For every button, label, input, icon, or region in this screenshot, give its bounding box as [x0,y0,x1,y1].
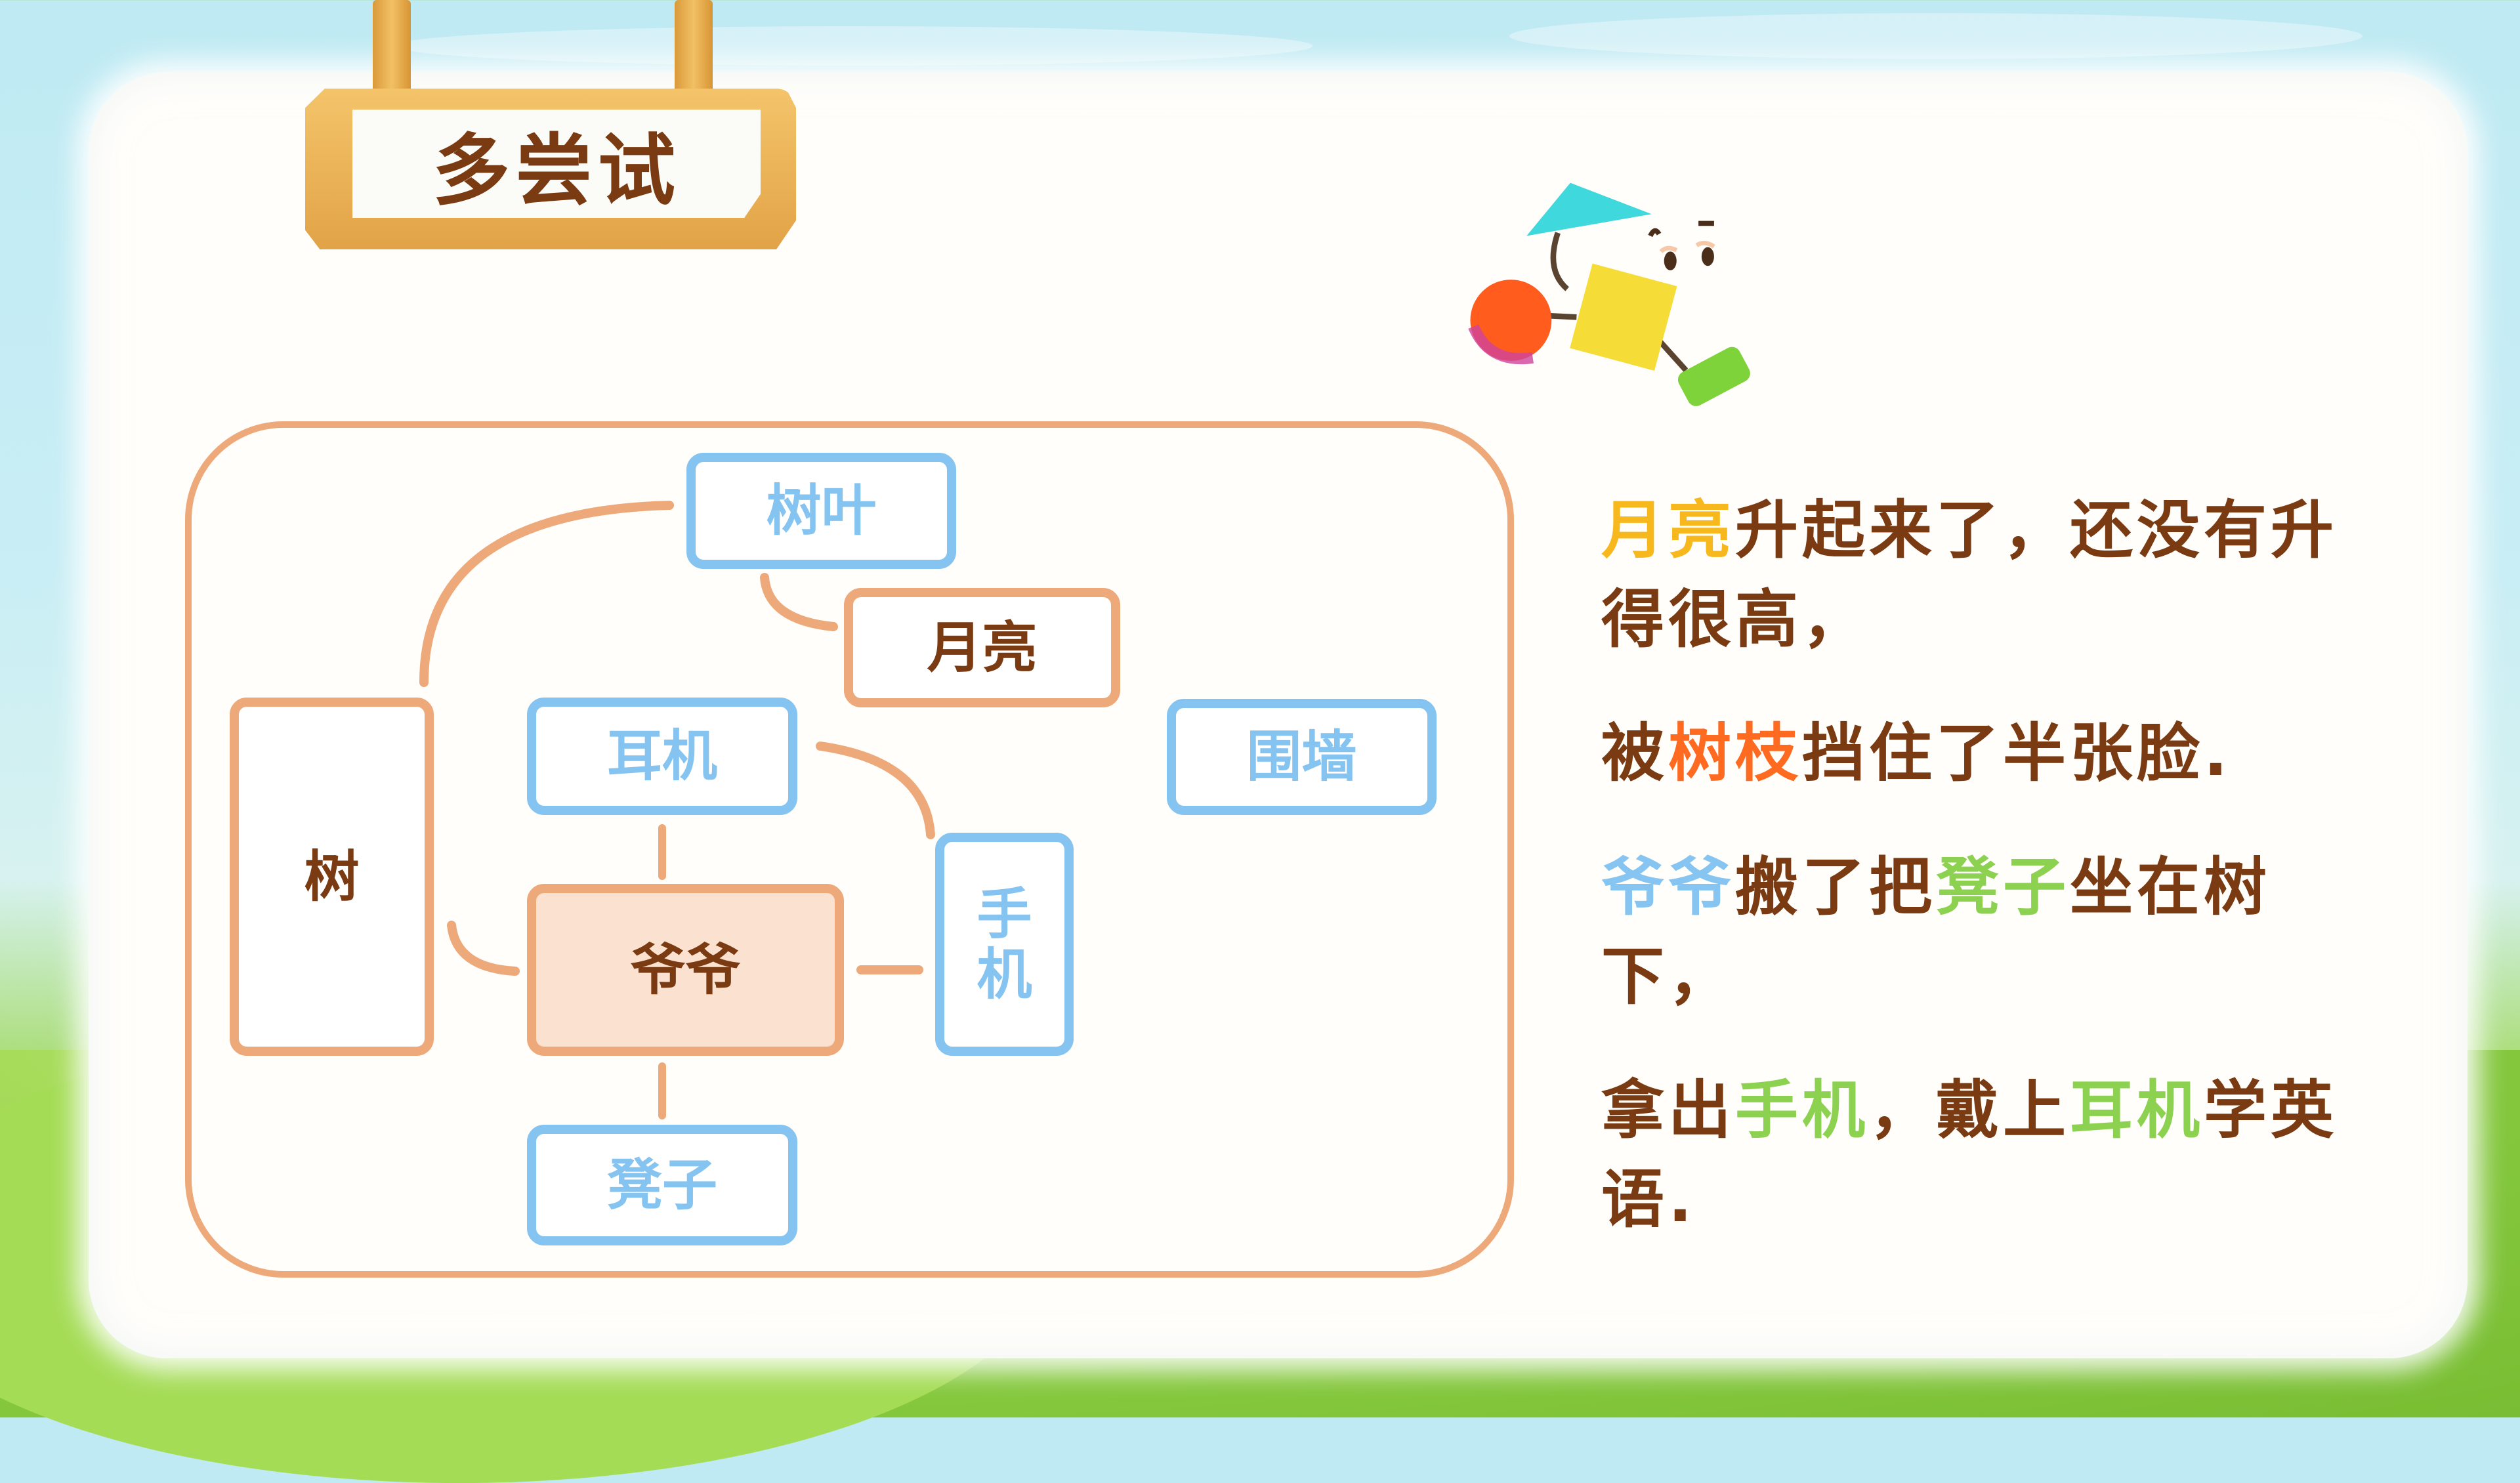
title-sign-board: 多尝试 [352,110,761,218]
highlight-word: 耳机 [2070,1074,2204,1147]
story-text: 月亮升起来了，还没有升得很高， 被树枝挡住了半张脸. 爷爷搬了把凳子坐在树下， … [1601,486,2356,1289]
story-paragraph-3: 爷爷搬了把凳子坐在树下， [1601,843,2356,1021]
story-text-span: 升起来了，还没有升得很高， [1601,493,2338,656]
story-text-span: 坐在树下， [1601,850,2271,1013]
node-weiqiang: 围墙 [1167,699,1437,815]
sky-cloud-stroke [394,26,1312,66]
story-paragraph-1: 月亮升起来了，还没有升得很高， [1601,486,2356,664]
story-text-span: 学英语. [1601,1074,2338,1236]
sky-cloud-stroke [1509,13,2362,59]
story-text-span: ，戴上 [1869,1074,2070,1147]
story-text-span: 被 [1601,717,1668,790]
highlight-word: 凳子 [1936,850,2070,924]
page-title: 多尝试 [432,125,681,216]
node-yueliang: 月亮 [844,588,1120,707]
node-dengzi: 凳子 [527,1125,797,1245]
node-shouji: 手 机 [935,833,1074,1056]
story-text-span: 搬了把 [1735,850,1936,924]
node-label: 凳子 [606,1152,717,1217]
highlight-word: 爷爷 [1601,850,1735,924]
node-yeye: 爷爷 [527,884,844,1056]
node-label: 围墙 [1246,724,1357,789]
node-erji: 耳机 [527,698,797,815]
shapes-mascot-icon [1468,182,1750,406]
node-label: 树 [304,844,360,909]
highlight-word: 手机 [1735,1074,1869,1147]
node-shu: 树 [230,698,434,1056]
highlight-word: 树枝 [1668,717,1802,790]
story-text-span: 拿出 [1601,1074,1735,1147]
title-sign: 多尝试 [305,89,796,249]
node-label: 月亮 [927,615,1038,680]
node-label: 耳机 [606,724,717,789]
story-paragraph-2: 被树枝挡住了半张脸. [1601,709,2356,798]
node-label: 机 [976,942,1032,1007]
node-label: 树叶 [766,478,877,543]
node-shuye: 树叶 [686,453,956,569]
node-label: 手 [976,881,1032,946]
highlight-word: 月亮 [1601,493,1735,567]
story-text-span: 挡住了半张脸. [1802,717,2232,790]
story-paragraph-4: 拿出手机，戴上耳机学英语. [1601,1066,2356,1244]
node-label: 爷爷 [630,937,741,1002]
mind-map-frame [185,421,1514,1278]
